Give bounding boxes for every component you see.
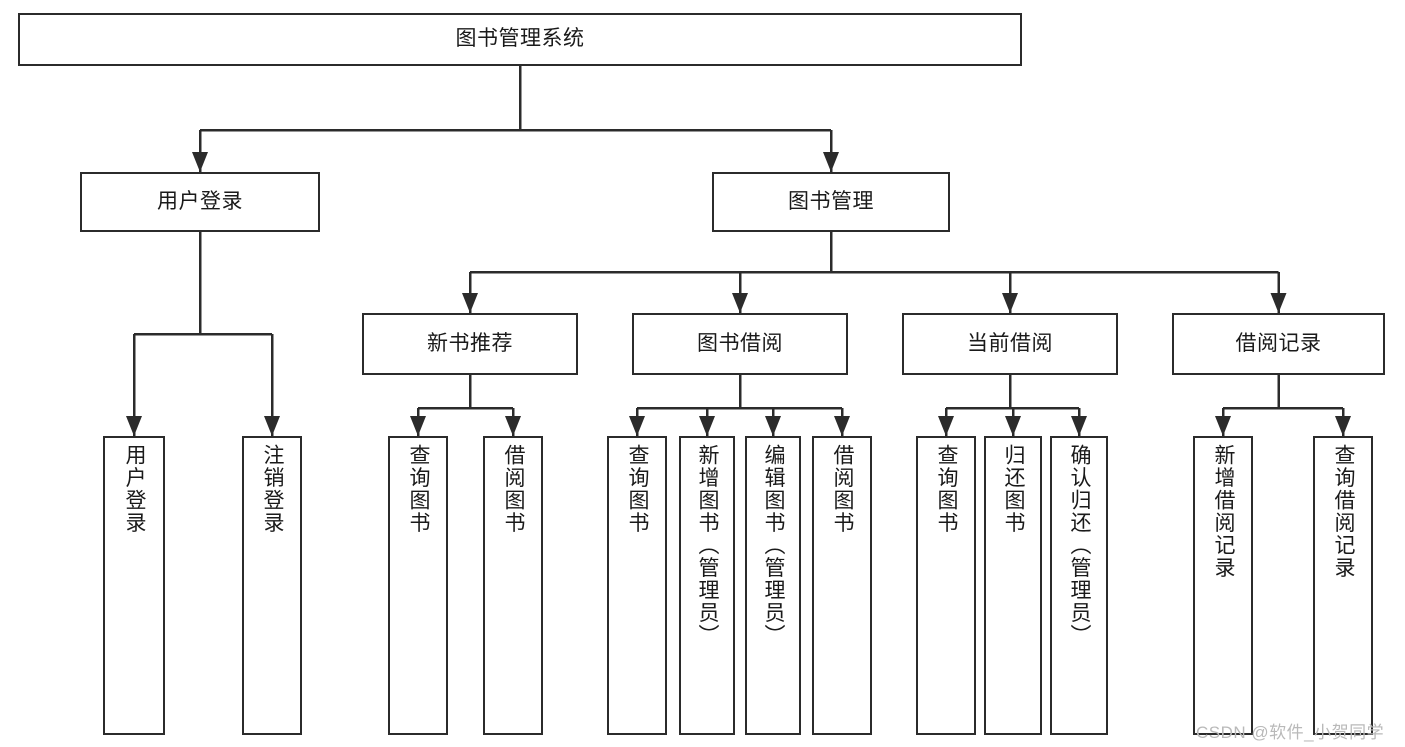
node-l7[interactable]: 编辑图书（管理员） [745,436,801,735]
arrow-head [505,416,521,436]
node-label: 借阅图书 [831,444,855,534]
node-label: 确认归还（管理员） [1068,444,1092,647]
arrow-head [834,416,850,436]
node-l11[interactable]: 确认归还（管理员） [1050,436,1108,735]
node-l3[interactable]: 查询图书 [388,436,448,735]
arrow-head [732,293,748,313]
arrow-head [1071,416,1087,436]
node-label: 查询图书 [407,444,431,534]
node-label: 查询图书 [935,444,959,534]
arrow-head [462,293,478,313]
node-label: 图书管理系统 [455,27,585,51]
node-root[interactable]: 图书管理系统 [18,13,1022,66]
node-label: 编辑图书（管理员） [762,444,786,647]
node-l12[interactable]: 新增借阅记录 [1193,436,1253,735]
node-newbook[interactable]: 新书推荐 [362,313,578,375]
node-l5[interactable]: 查询图书 [607,436,667,735]
node-label: 借阅图书 [502,444,526,534]
arrow-head [126,416,142,436]
node-label: 图书借阅 [697,331,783,355]
csdn-watermark: CSDN @软件_小贺同学 [1196,723,1385,742]
arrow-head [1002,293,1018,313]
node-l8[interactable]: 借阅图书 [812,436,872,735]
node-l13[interactable]: 查询借阅记录 [1313,436,1373,735]
node-records[interactable]: 借阅记录 [1172,313,1385,375]
node-login[interactable]: 用户登录 [80,172,320,232]
node-current[interactable]: 当前借阅 [902,313,1118,375]
arrow-head [629,416,645,436]
node-label: 用户登录 [123,444,147,534]
arrow-head [1005,416,1021,436]
node-label: 图书管理 [788,189,874,213]
node-label: 查询图书 [626,444,650,534]
node-label: 注销登录 [261,444,285,534]
node-l9[interactable]: 查询图书 [916,436,976,735]
node-label: 查询借阅记录 [1332,444,1356,579]
node-l10[interactable]: 归还图书 [984,436,1042,735]
node-l4[interactable]: 借阅图书 [483,436,543,735]
arrow-head [938,416,954,436]
arrow-head [1215,416,1231,436]
arrow-head [1270,293,1287,313]
node-label: 新增借阅记录 [1212,444,1236,579]
arrow-head [823,152,839,172]
node-l2[interactable]: 注销登录 [242,436,302,735]
node-label: 用户登录 [157,189,243,213]
node-label: 新书推荐 [427,331,513,355]
arrow-head [264,416,280,436]
node-l1[interactable]: 用户登录 [103,436,165,735]
node-borrow[interactable]: 图书借阅 [632,313,848,375]
node-label: 新增图书（管理员） [696,444,720,647]
node-label: 借阅记录 [1235,331,1322,355]
arrow-head [765,416,781,436]
arrow-head [1335,416,1351,436]
arrow-head [699,416,715,436]
node-bookmgmt[interactable]: 图书管理 [712,172,950,232]
arrow-head [192,152,208,172]
node-label: 当前借阅 [967,331,1053,355]
node-l6[interactable]: 新增图书（管理员） [679,436,735,735]
node-label: 归还图书 [1002,444,1026,534]
arrow-head [410,416,426,436]
